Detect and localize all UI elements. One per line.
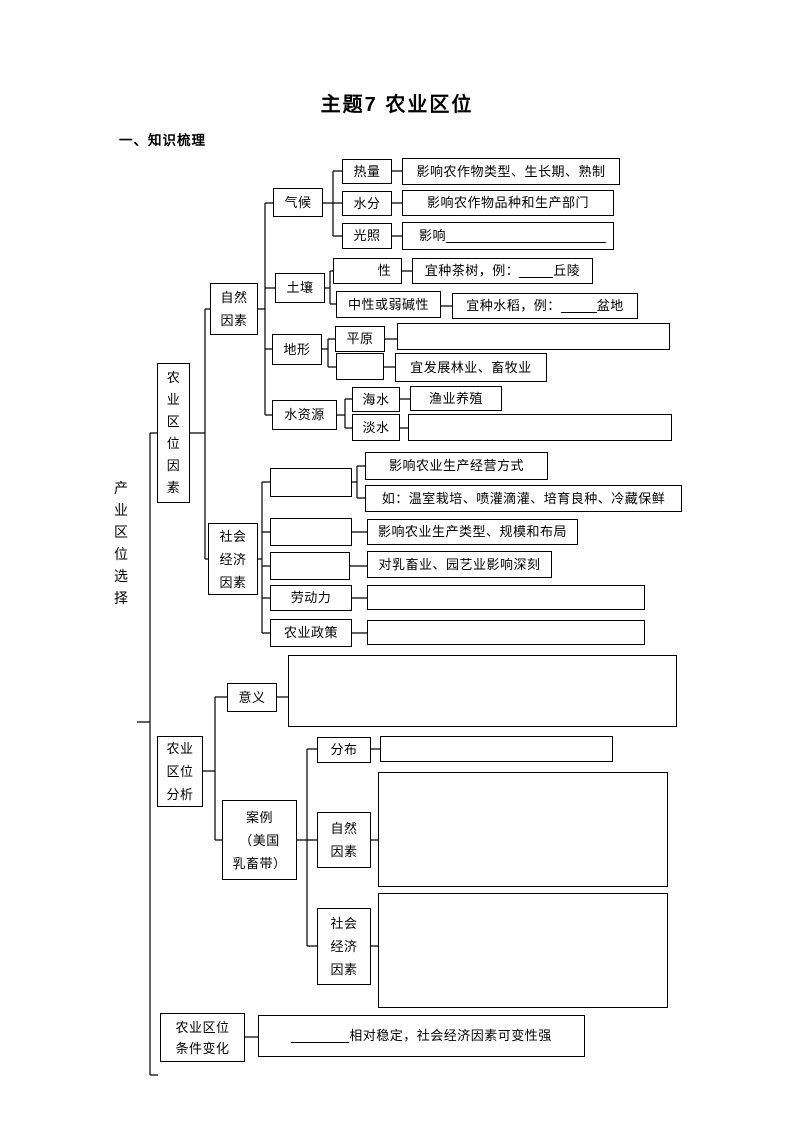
node-socioeconomic-factors: 社会 经济 因素 (208, 523, 258, 595)
node-light: 光照 (342, 223, 392, 249)
node-climate: 气候 (273, 188, 323, 217)
result-socio-3: 对乳畜业、园艺业影响深刻 (367, 551, 552, 578)
node-case-natural-factors: 自然 因素 (317, 812, 371, 868)
node-freshwater: 淡水 (352, 414, 400, 441)
fill-in-blank (446, 229, 607, 243)
node-socio-blank-3 (270, 552, 350, 580)
page-title: 主题7 农业区位 (320, 94, 474, 116)
node-distribution: 分布 (317, 737, 371, 763)
node-labor: 劳动力 (270, 585, 352, 611)
node-socio-blank-2 (270, 518, 352, 546)
root-label-industry-location-choice: 产业区位选择 (114, 480, 128, 606)
result-light: 影响 (402, 222, 614, 250)
fill-in-blank (291, 1029, 350, 1043)
result-socio-1a: 影响农业生产经营方式 (365, 452, 548, 480)
result-condition-change: 相对稳定，社会经济因素可变性强 (258, 1015, 585, 1057)
node-agri-location-analysis: 农业 区位 分析 (157, 736, 203, 807)
result-heat: 影响农作物类型、生长期、熟制 (402, 158, 620, 185)
node-meaning: 意义 (227, 683, 277, 712)
node-soil-neutral: 中性或弱碱性 (336, 291, 441, 318)
node-terrain-blank (336, 353, 384, 380)
result-meaning-empty (288, 655, 677, 727)
node-terrain: 地形 (272, 334, 322, 365)
result-freshwater-empty (408, 414, 672, 441)
node-seawater: 海水 (352, 387, 400, 412)
result-soil-neutral: 宜种水稻，例：盆地 (452, 293, 638, 319)
node-water-resource: 水资源 (272, 400, 337, 430)
node-case-socioeconomic-factors: 社会 经济 因素 (317, 908, 371, 985)
result-socio-1b: 如：温室栽培、喷灌滴灌、培育良种、冷藏保鲜 (365, 485, 682, 512)
node-plain: 平原 (335, 326, 385, 352)
node-soil-acidic-blank: 性 (333, 258, 402, 284)
section-heading: 一、知识梳理 (119, 133, 206, 148)
node-soil: 土壤 (275, 273, 325, 303)
result-labor-empty (367, 585, 645, 610)
result-socio-2: 影响农业生产类型、规模和布局 (367, 519, 578, 545)
result-case-socio-empty (378, 893, 668, 1008)
result-terrain-blank: 宜发展林业、畜牧业 (395, 353, 547, 382)
result-policy-empty (367, 620, 645, 645)
fill-in-blank (519, 264, 554, 278)
fill-in-blank (560, 299, 597, 313)
node-agri-policy: 农业政策 (270, 619, 352, 647)
result-soil-acidic: 宜种茶树，例：丘陵 (412, 258, 593, 284)
node-location-condition-change: 农业区位 条件变化 (160, 1013, 245, 1062)
node-heat: 热量 (342, 159, 392, 184)
result-moisture: 影响农作物品种和生产部门 (402, 190, 614, 216)
node-socio-blank-1 (270, 468, 352, 497)
node-moisture: 水分 (342, 191, 392, 216)
node-case-us-dairy-belt: 案例 （美国 乳畜带） (222, 800, 297, 880)
node-agri-location-factors: 农业区位因素 (157, 363, 190, 503)
node-natural-factors: 自然 因素 (210, 283, 258, 335)
result-distribution-empty (380, 736, 613, 762)
result-seawater: 渔业养殖 (410, 386, 502, 411)
result-plain-empty (397, 323, 670, 350)
result-case-natural-empty (378, 772, 668, 887)
